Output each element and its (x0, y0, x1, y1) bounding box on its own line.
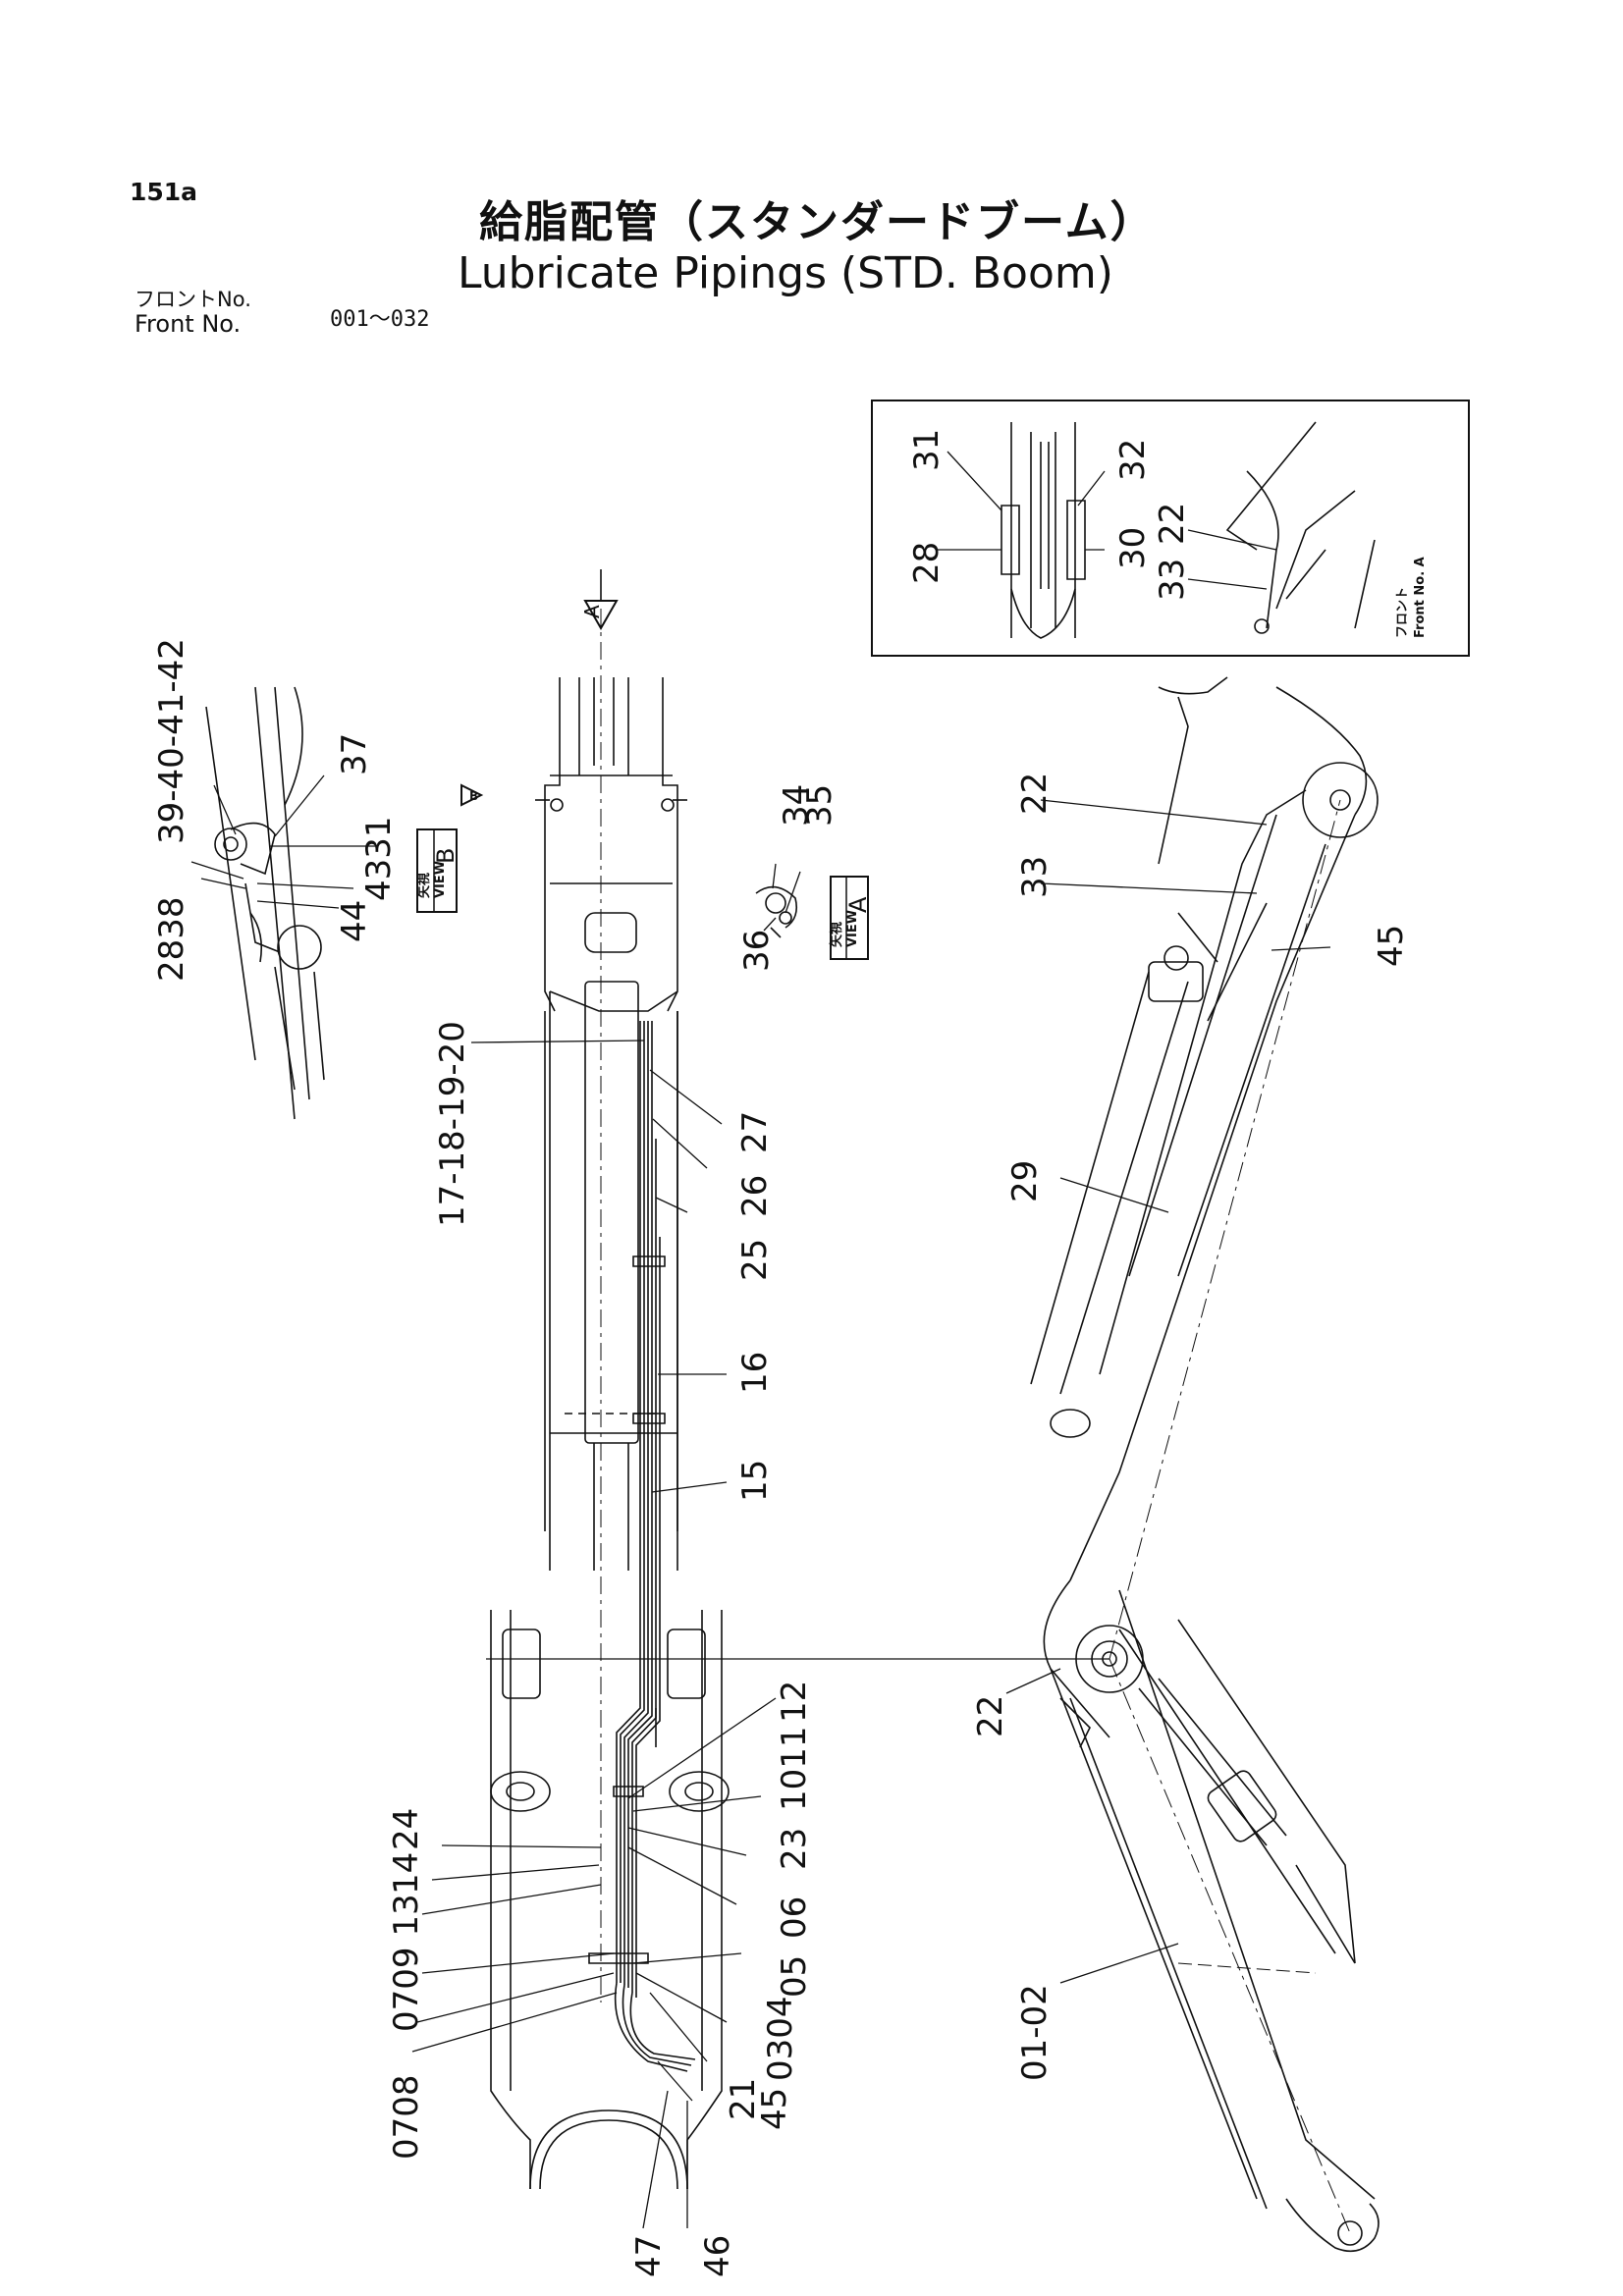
side-callout-22-mid: 22 (971, 1695, 1010, 1737)
arrow-a-marker: A (580, 605, 604, 618)
callout-numbers: 39-40-41-42 37 4331 44 2838 34 35 36 17-… (152, 429, 1411, 2277)
inset-detail-box (872, 400, 1469, 656)
view-a-en: VIEW (845, 910, 860, 947)
leader-lines (191, 452, 1330, 2228)
callout-28-38: 2838 (152, 896, 191, 982)
front-no-range: 001～032 (330, 307, 430, 332)
view-b-letter: B (432, 848, 460, 864)
inset-note: フロント Front No. A (1395, 557, 1428, 638)
view-a-fitting (756, 887, 796, 937)
inset-callout-33: 33 (1153, 559, 1192, 601)
callout-37: 37 (335, 733, 374, 775)
inset-note-jp: フロント (1395, 587, 1410, 638)
inset-callout-22: 22 (1153, 503, 1192, 545)
inset-callout-32: 32 (1113, 439, 1153, 481)
view-a-jp: 矢視 (829, 922, 844, 947)
front-no-label-en: Front No. (135, 310, 242, 338)
boom-top-view (486, 569, 1109, 2189)
arrow-b-marker: B (461, 785, 481, 805)
view-a-letter: A (844, 896, 872, 913)
callout-45-bottom: 45 (755, 2088, 794, 2130)
page-number: 151a (130, 178, 198, 206)
boom-side-view (1031, 677, 1379, 2251)
svg-text:A: A (580, 605, 604, 618)
callout-34: 34 (777, 784, 816, 827)
callout-46: 46 (698, 2235, 737, 2277)
side-callout-22-top: 22 (1015, 773, 1055, 815)
detail-b-drawing (206, 687, 324, 1119)
inset-callout-31: 31 (907, 429, 947, 471)
callout-39-40-41-42: 39-40-41-42 (152, 638, 191, 844)
callout-44: 44 (335, 900, 374, 942)
callout-15: 15 (735, 1460, 775, 1502)
view-a-marker: 矢視 VIEW A (829, 877, 872, 959)
title-english: Lubricate Pipings (STD. Boom) (458, 248, 1113, 298)
inset-callout-28: 28 (907, 542, 947, 584)
side-callout-29: 29 (1005, 1160, 1045, 1202)
side-callout-33: 33 (1015, 856, 1055, 898)
callout-26: 26 (735, 1175, 775, 1217)
callout-10-11: 1011 (775, 1726, 814, 1811)
view-b-marker: 矢視 VIEW B (416, 829, 460, 912)
callout-06: 06 (775, 1896, 814, 1939)
callout-24: 24 (387, 1808, 426, 1850)
svg-text:B: B (469, 789, 478, 803)
callout-43-31: 4331 (359, 816, 399, 901)
callout-25: 25 (735, 1239, 775, 1281)
callout-16: 16 (735, 1352, 775, 1394)
side-callout-45: 45 (1372, 925, 1411, 967)
callout-36: 36 (737, 930, 777, 972)
inset-callout-30: 30 (1113, 527, 1153, 569)
callout-07-08: 0708 (387, 2074, 426, 2160)
callout-35: 35 (800, 784, 839, 827)
callout-14: 14 (387, 1852, 426, 1895)
callout-12: 12 (775, 1681, 814, 1723)
callout-03-04: 0304 (761, 1996, 800, 2081)
view-b-jp: 矢視 (416, 873, 432, 898)
view-b-en: VIEW (433, 861, 448, 898)
callout-17-20: 17-18-19-20 (433, 1021, 472, 1227)
side-callout-01-02: 01-02 (1015, 1984, 1055, 2081)
callout-47: 47 (629, 2235, 669, 2277)
callout-23: 23 (775, 1828, 814, 1870)
front-no-label-jp: フロントNo. (135, 288, 251, 311)
callout-21: 21 (724, 2078, 763, 2120)
callout-07-09-13: 0709 13 (387, 1894, 426, 2032)
title-japanese: 給脂配管（スタンダードブーム） (479, 197, 1156, 247)
inset-note-en: Front No. A (1413, 557, 1428, 638)
callout-27: 27 (735, 1111, 775, 1153)
callout-05: 05 (775, 1955, 814, 1998)
